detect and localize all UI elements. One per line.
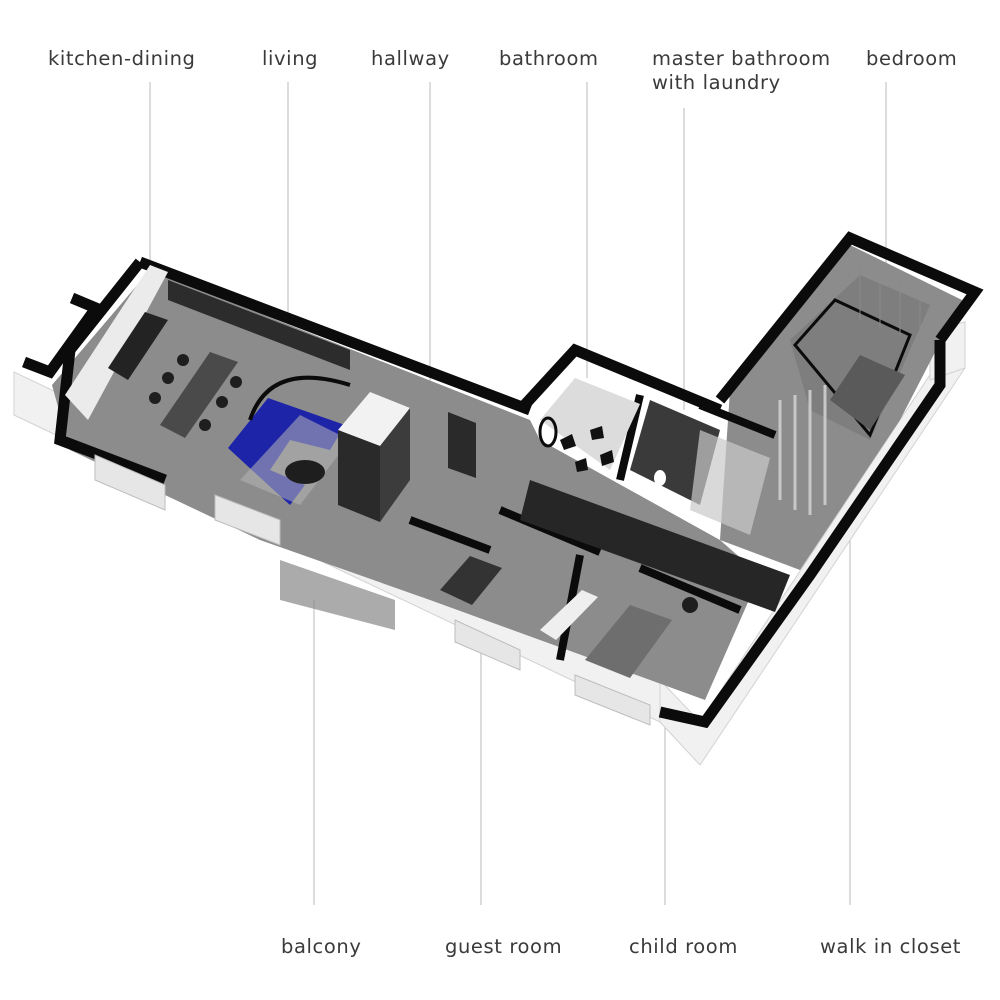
label-living: living (262, 47, 319, 70)
master-bathroom-block (630, 400, 770, 535)
north-wall (138, 256, 532, 416)
partition-bath-wing (698, 401, 777, 439)
bathroom-mirror (538, 416, 558, 448)
guest-desk (540, 590, 598, 640)
label-kitchen-dining: kitchen-dining (48, 47, 196, 70)
child-table (682, 597, 698, 613)
label-guest-room: guest room (445, 935, 563, 958)
entrance-door (448, 412, 476, 478)
east-wing-wall (715, 231, 984, 404)
dining-chair-2 (162, 372, 174, 384)
front-windows (94, 454, 651, 726)
dining-chair-3 (177, 354, 189, 366)
kitchen-tall-units (168, 280, 350, 370)
label-walk-in-closet: walk in closet (820, 935, 962, 958)
dining-set (149, 352, 242, 438)
balcony-stub (22, 292, 105, 379)
label-master-bathroom-line1: master bathroom (652, 47, 831, 70)
partition-bath-guest (498, 506, 602, 556)
dining-chair-4 (199, 419, 211, 431)
bedroom-bed (830, 355, 905, 430)
child-bed (585, 605, 672, 678)
hallway-doors (448, 412, 476, 478)
walk-in-closet (778, 385, 827, 515)
balcony-glass (280, 560, 395, 630)
partition-hall-guest (408, 516, 492, 554)
dining-chair-5 (216, 396, 228, 408)
tv-storage-block (338, 392, 410, 522)
bath-block-wall (515, 343, 723, 416)
guest-room (440, 556, 598, 640)
label-bathroom: bathroom (499, 47, 599, 70)
storage-side (380, 408, 410, 522)
label-child-room: child room (629, 935, 738, 958)
bathroom-tiles (560, 426, 614, 472)
bedroom-curtains (859, 262, 921, 344)
coffee-table (285, 460, 325, 484)
label-hallway: hallway (371, 47, 450, 70)
dining-chairs (149, 354, 242, 431)
bathroom-block (538, 378, 640, 472)
storage-top (338, 392, 410, 446)
storage-front (338, 430, 380, 522)
guest-sofa (440, 556, 502, 605)
partition-child-east (638, 564, 742, 614)
label-master-bathroom-line2: with laundry (652, 71, 781, 94)
toilet (654, 470, 666, 486)
shower-glass (690, 430, 770, 535)
kitchen-cabinets (65, 265, 350, 420)
child-room (585, 597, 698, 678)
arc-lamp (248, 375, 351, 421)
dining-chair-6 (230, 376, 242, 388)
label-balcony: balcony (281, 935, 362, 958)
corridor-wardrobe (520, 480, 790, 612)
label-bedroom: bedroom (866, 47, 958, 70)
kitchen-counter (65, 265, 168, 420)
dining-table (160, 352, 238, 438)
rug (240, 415, 350, 505)
south-east-wall (658, 340, 946, 729)
living-area (228, 375, 351, 505)
dining-chair-1 (149, 392, 161, 404)
bathroom-floor (540, 378, 640, 470)
kitchen-dark-block (108, 312, 168, 380)
label-master-bathroom: master bathroom with laundry (652, 47, 831, 95)
